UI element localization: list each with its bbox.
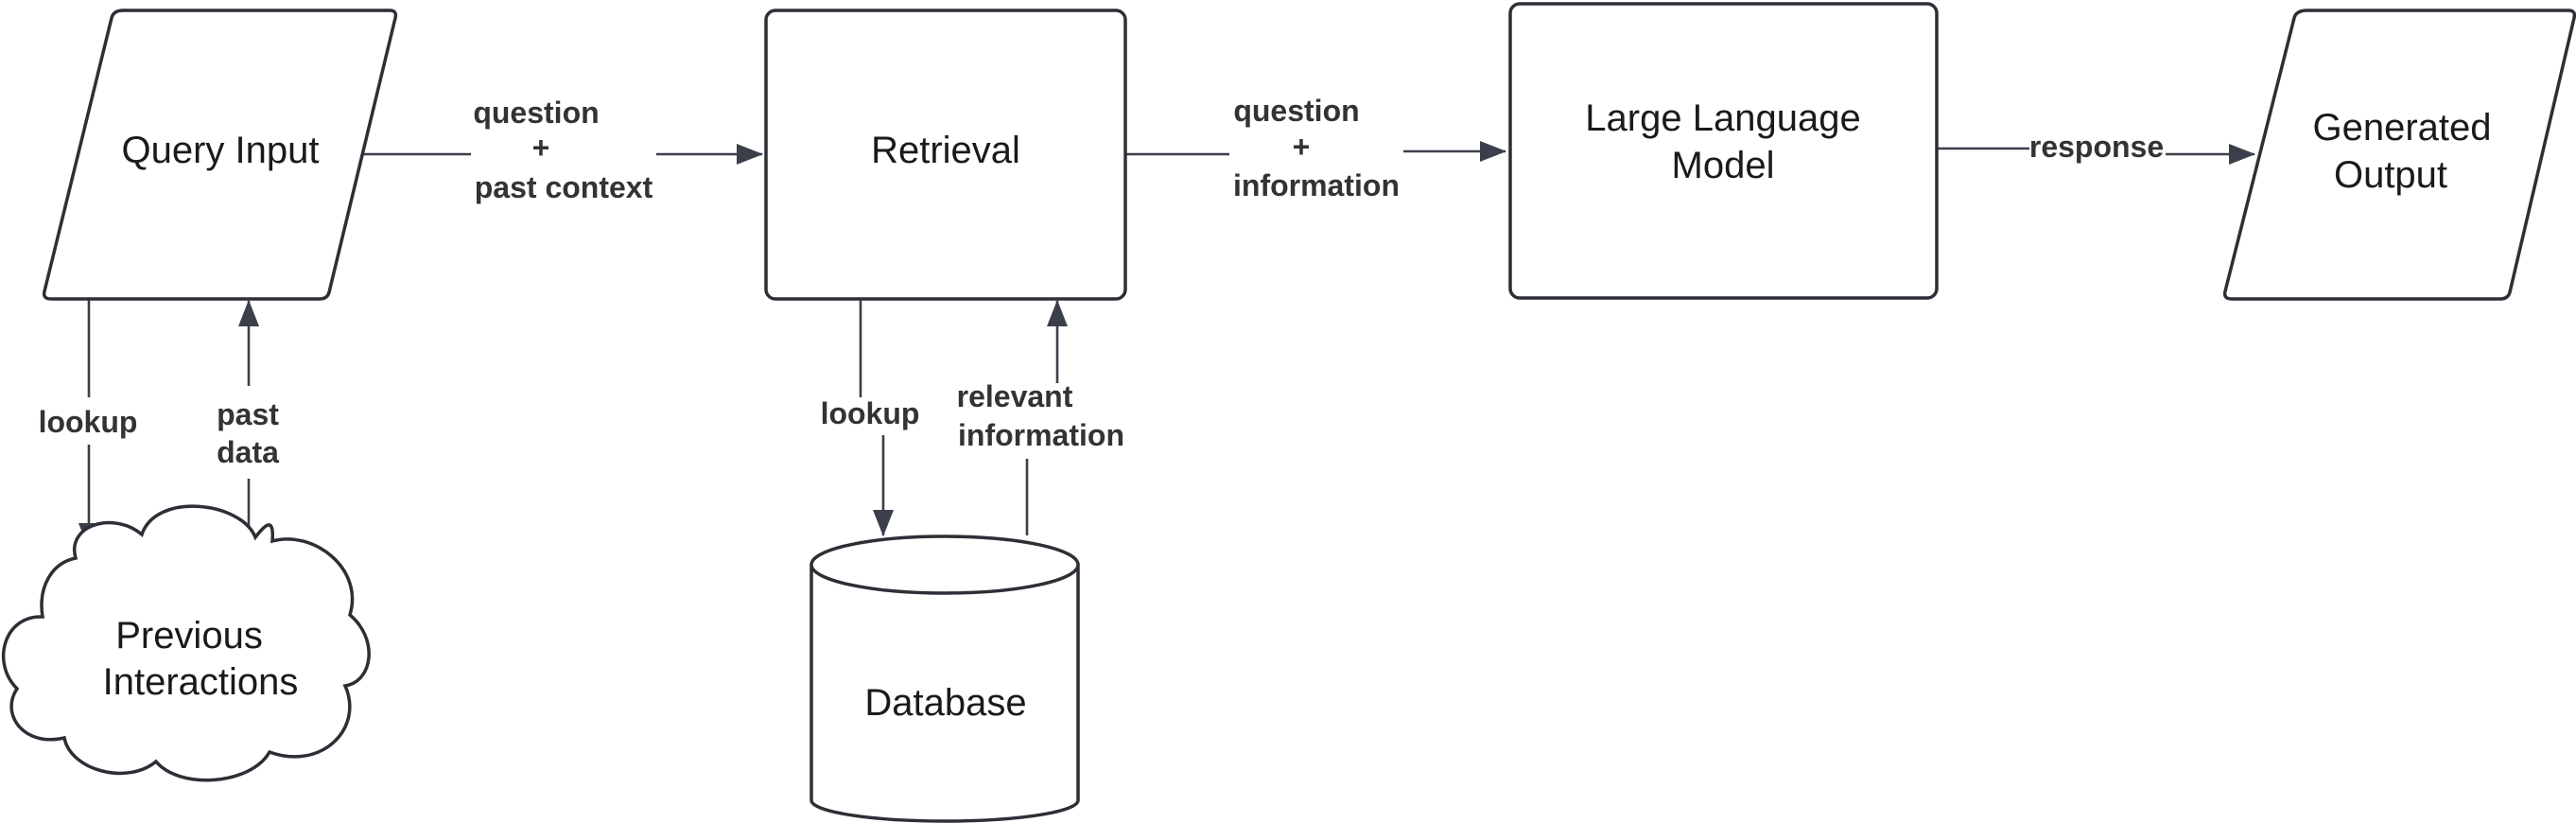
cylinder-body	[809, 565, 1080, 823]
node-label-database: Database	[864, 682, 1026, 724]
edge-label-lookup: lookup	[821, 396, 920, 430]
parallelogram-shape	[42, 9, 398, 301]
edge-past-data: past data	[217, 300, 279, 541]
rectangle-shape	[1508, 2, 1939, 300]
node-label-retrieval: Retrieval	[871, 130, 1020, 171]
edge-label-response: response	[2029, 130, 2164, 164]
node-label-generated-output-line1: Generated	[2312, 107, 2491, 149]
edge-label-relevant: relevant	[957, 379, 1073, 413]
edge-label-information: information	[958, 418, 1124, 452]
cylinder-top	[809, 534, 1080, 595]
cloud-shape	[1, 504, 371, 782]
node-query-input: Query Input	[42, 9, 398, 301]
edge-label-past: past	[217, 397, 279, 431]
edge-relevant-information: relevant information	[957, 300, 1124, 535]
edge-llm-to-output: response	[1937, 130, 2255, 165]
node-generated-output: Generated Output	[2222, 9, 2576, 301]
node-label-generated-output-line2: Output	[2334, 154, 2447, 196]
edge-query-to-retrieval: question + past context	[361, 96, 763, 204]
rectangle-shape	[764, 9, 1127, 301]
edge-label-question: question	[473, 96, 599, 130]
parallelogram-shape	[2222, 9, 2576, 301]
node-retrieval: Retrieval	[764, 9, 1127, 301]
edge-label-lookup: lookup	[39, 405, 138, 439]
edge-label-plus: +	[1293, 130, 1311, 164]
node-label-query-input: Query Input	[121, 130, 319, 171]
edge-retrieval-to-llm: question + information	[1125, 94, 1506, 202]
edge-label-question: question	[1233, 94, 1359, 128]
node-label-previous-interactions-line2: Interactions	[103, 661, 299, 703]
edge-retrieval-lookup: lookup	[821, 300, 920, 536]
node-llm: Large Language Model	[1508, 2, 1939, 300]
edge-query-lookup: lookup	[39, 300, 138, 550]
edge-label-information: information	[1233, 168, 1400, 202]
node-database: Database	[809, 534, 1080, 823]
node-label-previous-interactions-line1: Previous	[115, 615, 263, 657]
node-previous-interactions: Previous Interactions	[1, 504, 371, 782]
edge-label-data: data	[217, 435, 279, 469]
edge-label-past-context: past context	[475, 170, 653, 204]
node-label-llm-line1: Large Language	[1585, 97, 1860, 139]
edge-label-plus: +	[532, 131, 550, 165]
node-label-llm-line2: Model	[1672, 145, 1775, 186]
